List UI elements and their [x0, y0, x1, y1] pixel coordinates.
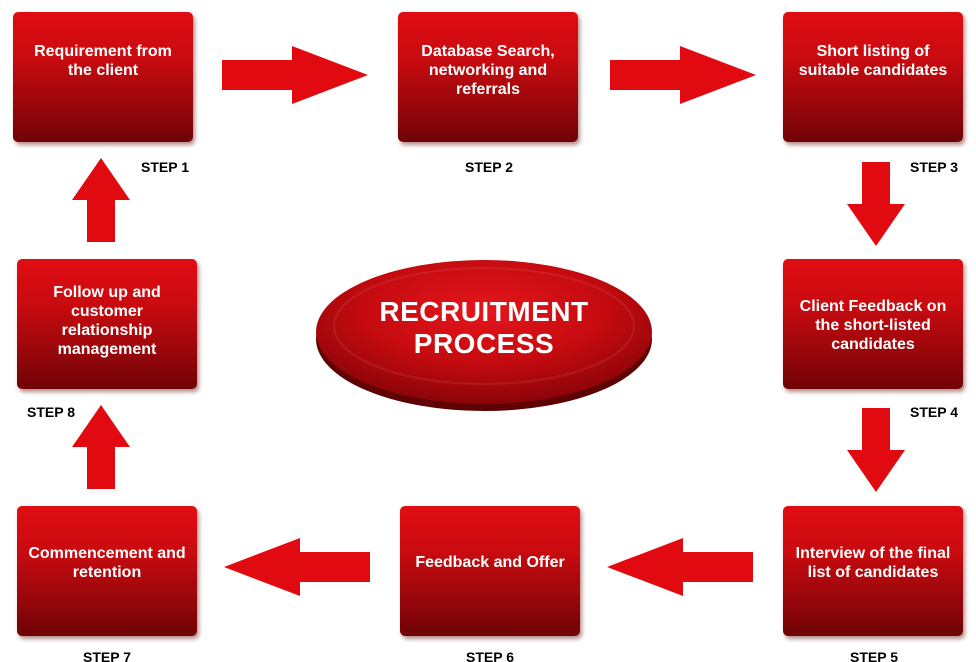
step-4-box: Client Feedback on the short-listed cand… [783, 259, 963, 389]
center-ellipse [316, 260, 652, 411]
step-3-label: STEP 3 [910, 159, 958, 175]
step-6-label: STEP 6 [466, 649, 514, 662]
arrow-right-icon [610, 46, 756, 104]
step-7-label: STEP 7 [83, 649, 131, 662]
arrow-left-icon [607, 538, 753, 596]
center-title: RECRUITMENT PROCESS [312, 296, 656, 360]
arrow-up-icon [72, 405, 130, 489]
step-8-label: STEP 8 [27, 404, 75, 420]
arrow-up-icon [72, 158, 130, 242]
center-title-line-1: RECRUITMENT [379, 296, 589, 327]
arrow-down-icon [847, 162, 905, 246]
arrow-left-icon [224, 538, 370, 596]
step-3-box: Short listing of suitable candidates [783, 12, 963, 142]
step-4-label: STEP 4 [910, 404, 958, 420]
step-5-box: Interview of the final list of candidate… [783, 506, 963, 636]
arrow-right-icon [222, 46, 368, 104]
center-title-line-2: PROCESS [413, 328, 555, 359]
step-8-box: Follow up and customer relationship mana… [17, 259, 197, 389]
step-2-box: Database Search, networking and referral… [398, 12, 578, 142]
step-1-box: Requirement from the client [13, 12, 193, 142]
step-5-label: STEP 5 [850, 649, 898, 662]
step-2-label: STEP 2 [465, 159, 513, 175]
step-1-label: STEP 1 [141, 159, 189, 175]
arrow-down-icon [847, 408, 905, 492]
step-7-box: Commencement and retention [17, 506, 197, 636]
step-6-box: Feedback and Offer [400, 506, 580, 636]
